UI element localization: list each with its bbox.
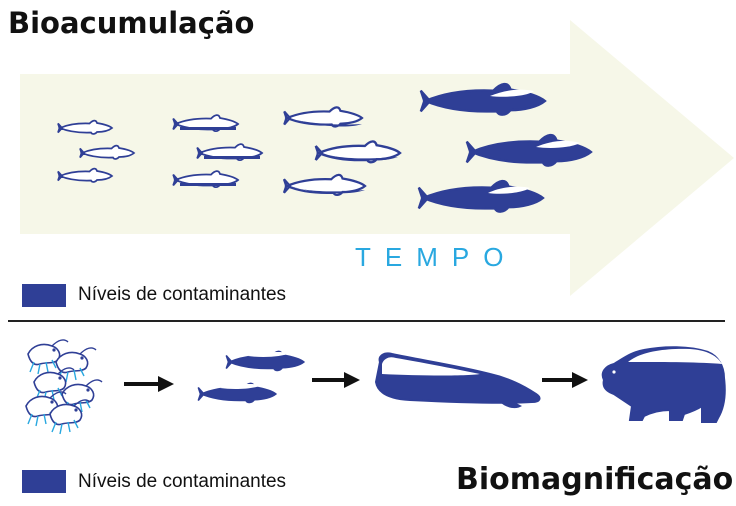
right-arrow-icon <box>542 372 588 388</box>
right-arrow-icon <box>124 376 174 392</box>
zooplankton-cluster <box>25 339 103 435</box>
fish-pair <box>197 350 305 404</box>
small-fish-icon <box>419 82 547 116</box>
legend-label-bottom: Níveis de contaminantes <box>78 471 287 492</box>
biomagnification-title: Biomagnificação <box>456 462 734 497</box>
legend-swatch-bottom <box>22 470 66 493</box>
small-fish-icon <box>417 179 545 213</box>
fish-group-4 <box>417 82 593 213</box>
small-fish-icon <box>79 144 135 160</box>
bioaccumulation-title: Bioacumulação <box>8 6 255 40</box>
fish-group-3 <box>282 106 402 197</box>
fish-group-1 <box>57 119 135 183</box>
small-fish-icon <box>57 167 113 183</box>
small-fish-icon <box>283 106 364 128</box>
right-arrow-icon <box>312 372 360 388</box>
biomagnification-food-chain <box>25 339 726 435</box>
small-fish-icon <box>57 119 113 135</box>
section-divider <box>8 320 725 322</box>
legend-label-top: Níveis de contaminantes <box>78 284 287 305</box>
seal-icon <box>374 352 541 409</box>
small-fish-icon <box>465 133 593 167</box>
bioaccumulation-fish-stage <box>57 82 593 213</box>
legend-swatch-top <box>22 284 66 307</box>
polar-bear-icon <box>601 346 726 423</box>
fish-group-2 <box>172 114 263 189</box>
time-label: TEMPO <box>355 242 518 272</box>
